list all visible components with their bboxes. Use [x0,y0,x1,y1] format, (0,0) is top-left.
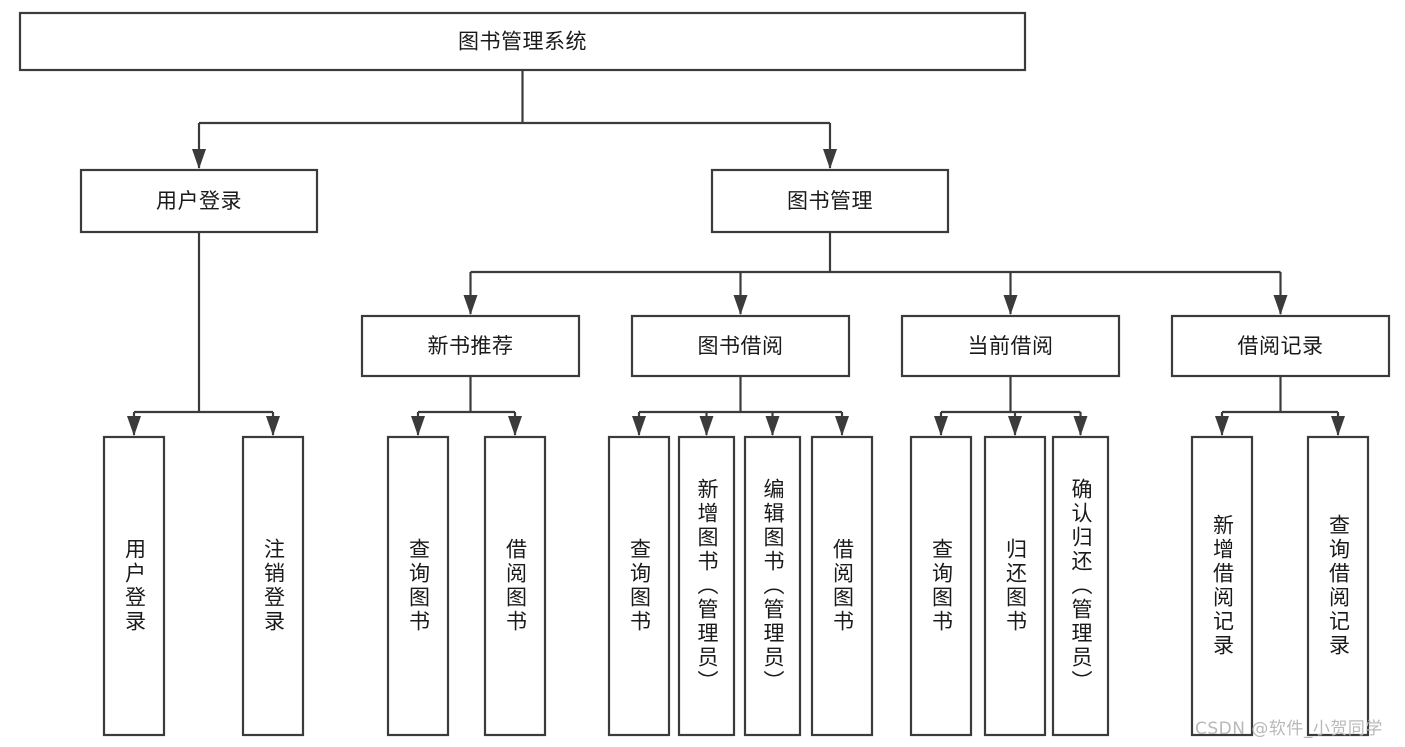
node-leaf-return-book[interactable] [983,435,1047,737]
node-leaf-add-book[interactable] [677,435,736,737]
node-boxes [18,11,1391,737]
arrow-current-borrow-to-leaf-query-book-3 [934,416,948,436]
node-leaf-add-record[interactable] [1190,435,1254,737]
arrow-bookmanage-to-current-borrow [1003,295,1018,315]
arrow-bookmanage-to-borrow-record [1273,295,1288,315]
arrow-user-login-to-leaf-user-logout [266,416,280,436]
arrow-book-borrow-to-leaf-query-book-2 [632,416,646,436]
arrow-current-borrow-to-leaf-return-book [1008,416,1022,436]
arrow-book-borrow-to-leaf-add-book [699,416,714,436]
arrow-new-book-rec-to-leaf-borrow-book-1 [508,416,522,436]
arrow-borrow-record-to-leaf-query-record [1331,416,1345,436]
node-leaf-user-logout[interactable] [241,435,305,737]
node-user-login[interactable] [79,168,319,234]
node-book-manage-label: 图书管理 [787,189,873,213]
node-user-login-label: 用户登录 [156,189,242,213]
node-leaf-query-book-3[interactable] [909,435,973,737]
node-leaf-query-record[interactable] [1306,435,1370,737]
connector-lines [127,70,1345,436]
node-leaf-user-login[interactable] [102,435,166,737]
node-book-borrow-label: 图书借阅 [698,334,784,358]
node-root-label: 图书管理系统 [458,30,587,54]
node-leaf-edit-book[interactable] [743,435,802,737]
arrow-bookmanage-to-new-book-rec [463,295,478,315]
node-new-book-rec[interactable] [360,314,581,378]
arrow-book-borrow-to-leaf-borrow-book-2 [835,416,849,436]
arrow-bookmanage-to-book-borrow [733,295,748,315]
node-root[interactable] [18,11,1027,72]
arrow-current-borrow-to-leaf-confirm-return [1073,416,1088,436]
arrow-book-borrow-to-leaf-edit-book [765,416,780,436]
node-new-book-rec-label: 新书推荐 [428,334,514,358]
node-borrow-record[interactable] [1170,314,1391,378]
node-leaf-query-book-1[interactable] [386,435,450,737]
arrow-user-login-to-leaf-user-login [127,416,141,436]
csdn-watermark: CSDN @软件_小贺同学 [1195,719,1383,739]
node-current-borrow[interactable] [900,314,1121,378]
node-leaf-borrow-book-1[interactable] [483,435,547,737]
node-leaf-query-book-2[interactable] [607,435,671,737]
node-leaf-borrow-book-2[interactable] [810,435,874,737]
node-leaf-confirm-return[interactable] [1051,435,1110,737]
arrow-root-to-book-manage [823,149,837,169]
node-current-borrow-label: 当前借阅 [968,334,1054,358]
node-book-manage[interactable] [710,168,950,234]
node-borrow-record-label: 借阅记录 [1238,334,1324,358]
arrow-new-book-rec-to-leaf-query-book-1 [411,416,425,436]
node-book-borrow[interactable] [630,314,851,378]
arrow-root-to-user-login [192,149,206,169]
arrow-borrow-record-to-leaf-add-record [1215,416,1229,436]
